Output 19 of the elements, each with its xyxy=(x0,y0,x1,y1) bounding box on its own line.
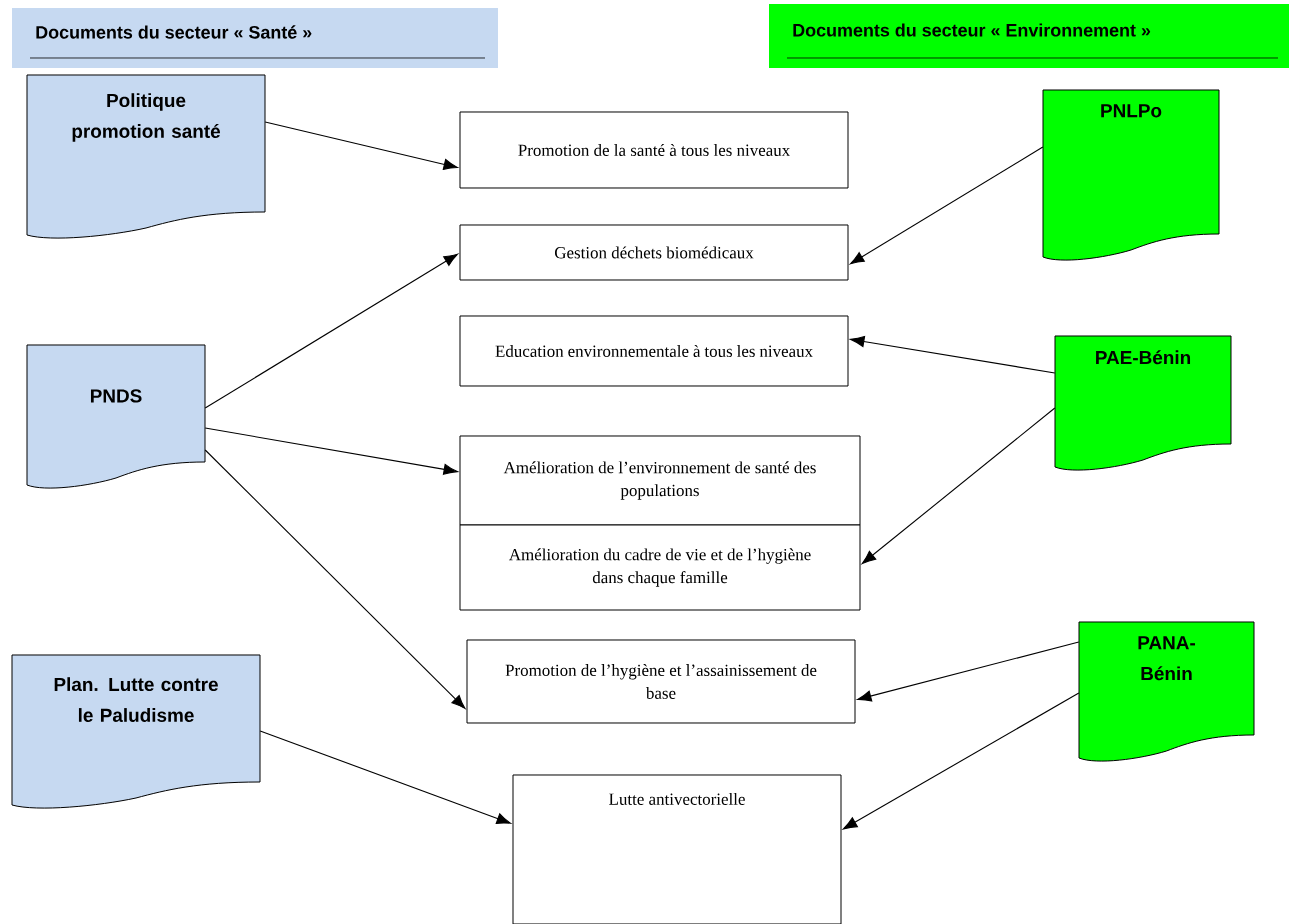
text-box: Promotion de la santé à tous les niveaux xyxy=(459,111,849,189)
text-box: Promotion de l’hygiène et l’assainissement de base xyxy=(466,639,856,724)
arrow xyxy=(861,407,1056,565)
arrow xyxy=(842,692,1080,830)
arrow xyxy=(264,121,458,170)
arrow xyxy=(204,427,458,475)
arrow xyxy=(850,336,1056,374)
text-box: Lutte antivectorielle xyxy=(512,774,842,924)
header-box: Documents du secteur « Santé » xyxy=(12,8,498,68)
arrow xyxy=(259,730,511,824)
text-box: Education environnementale à tous les niveaux xyxy=(459,315,849,387)
arrow xyxy=(204,449,466,709)
arrow xyxy=(857,641,1080,702)
text-box: Amélioration de l’environnement de santé des populations xyxy=(459,435,861,526)
arrow xyxy=(849,146,1044,265)
text-box: Gestion déchets biomédicaux xyxy=(459,224,849,281)
header-box: Documents du secteur « Environnement » xyxy=(769,4,1289,68)
arrow xyxy=(204,253,459,409)
text-box: Amélioration du cadre de vie et de l’hygiène dans chaque famille xyxy=(459,524,861,611)
